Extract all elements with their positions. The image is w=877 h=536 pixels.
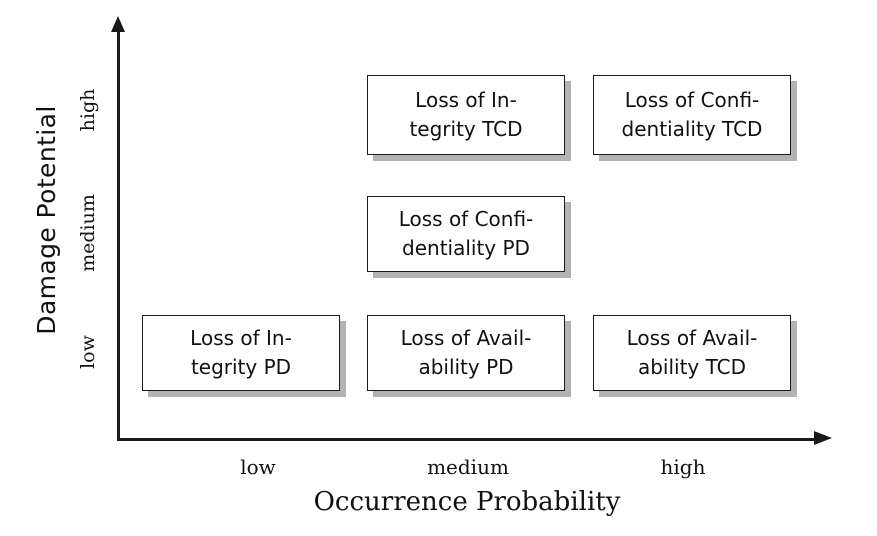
risk-box-loss-of-integrity-pd: Loss of In- tegrity PD <box>142 315 340 391</box>
risk-box-line-1: Loss of In- <box>190 326 292 350</box>
y-axis-arrow-icon <box>111 16 125 32</box>
risk-box-line-2: tegrity PD <box>190 355 292 379</box>
y-tick-label-high: high <box>77 88 99 132</box>
risk-box-loss-of-availability-pd: Loss of Avail- ability PD <box>367 315 565 391</box>
risk-box-line-1: Loss of In- <box>415 88 517 112</box>
risk-box-loss-of-integrity-tcd: Loss of In- tegrity TCD <box>367 75 565 155</box>
y-tick-label-low: low <box>77 335 99 369</box>
risk-box-line-2: ability PD <box>418 355 514 379</box>
risk-box-loss-of-availability-tcd: Loss of Avail- ability TCD <box>593 315 791 391</box>
x-axis-arrow-icon <box>814 431 832 445</box>
x-axis-title: Occurrence Probability <box>313 487 621 517</box>
risk-box-line-1: Loss of Confi- <box>398 207 534 231</box>
y-axis-line <box>117 30 120 441</box>
y-tick-label-medium: medium <box>77 194 99 272</box>
risk-box-line-2: dentiality TCD <box>621 117 763 141</box>
y-axis-title: Damage Potential <box>31 105 61 335</box>
risk-box-loss-of-confidentiality-tcd: Loss of Confi- dentiality TCD <box>593 75 791 155</box>
risk-box-line-2: dentiality PD <box>402 236 530 260</box>
x-axis-line <box>117 438 817 441</box>
x-tick-label-low: low <box>240 455 276 479</box>
risk-box-loss-of-confidentiality-pd: Loss of Confi- dentiality PD <box>367 196 565 272</box>
risk-box-line-1: Loss of Avail- <box>400 326 532 350</box>
x-tick-label-high: high <box>660 455 706 479</box>
risk-box-line-1: Loss of Avail- <box>626 326 758 350</box>
risk-box-line-1: Loss of Confi- <box>624 88 760 112</box>
x-tick-label-medium: medium <box>427 455 509 479</box>
risk-box-line-2: tegrity TCD <box>409 117 523 141</box>
risk-box-line-2: ability TCD <box>637 355 747 379</box>
